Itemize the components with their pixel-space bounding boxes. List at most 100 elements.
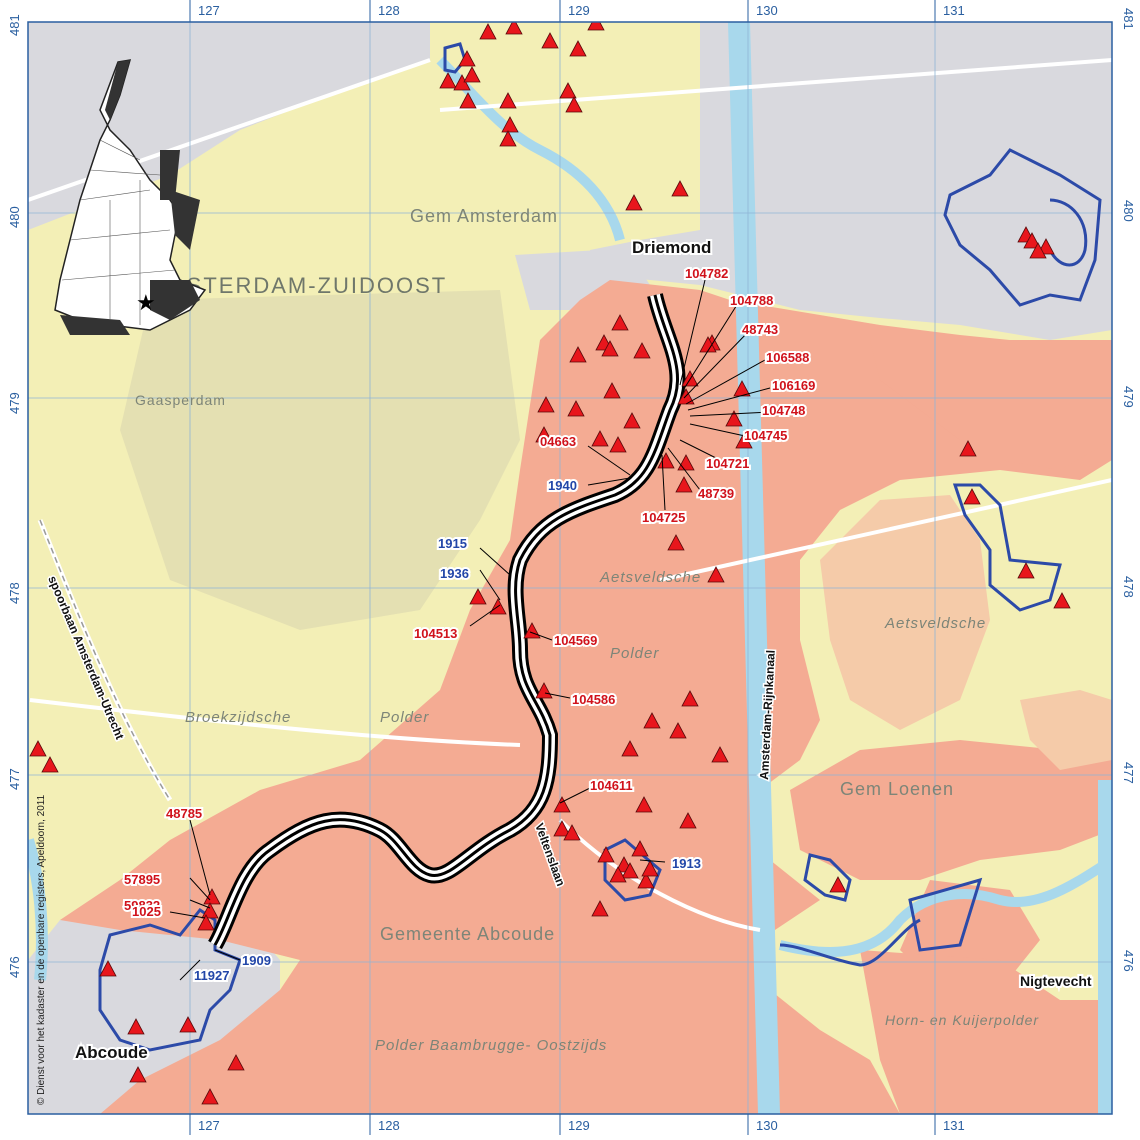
marker-layer xyxy=(29,22,1071,1105)
marker-triangle xyxy=(499,130,517,147)
marker-triangle xyxy=(463,66,481,83)
marker-triangle xyxy=(201,1088,219,1105)
marker-triangle xyxy=(41,756,59,773)
water-right xyxy=(1098,780,1112,1114)
marker-triangle xyxy=(29,740,47,757)
point-label-red: 48785 xyxy=(166,806,202,821)
marker-triangle xyxy=(631,840,649,857)
marker-triangle xyxy=(637,872,655,889)
grid-top-label: 131 xyxy=(943,3,965,18)
marker-triangle xyxy=(675,476,693,493)
grid-right-label: 476 xyxy=(1121,950,1136,972)
marker-triangle xyxy=(459,92,477,109)
label-polder-mid: Polder xyxy=(610,645,659,662)
marker-triangle xyxy=(563,824,581,841)
point-label-red: 104513 xyxy=(414,626,457,641)
marker-triangle xyxy=(505,22,523,35)
marker-triangle xyxy=(621,740,639,757)
marker-triangle xyxy=(707,566,725,583)
grid-right-label: 480 xyxy=(1121,200,1136,222)
label-gaasperdam: Gaasperdam xyxy=(135,392,226,408)
canal-rijnkanaal xyxy=(728,22,780,1114)
point-label-red: 106588 xyxy=(766,350,809,365)
marker-triangle xyxy=(535,682,553,699)
marker-triangle xyxy=(569,40,587,57)
map-body: Gem Amsterdam ASTERDAM-ZUIDOOST Gaasperd… xyxy=(28,22,1112,1114)
point-label-red: 104611 xyxy=(590,778,633,793)
label-aetsveldsche-right: Aetsveldsche xyxy=(884,615,986,632)
marker-triangle xyxy=(567,400,585,417)
point-label-red: 104748 xyxy=(762,403,805,418)
label-layer: 1047821047884874310658810616910474810474… xyxy=(122,264,817,985)
point-label-red: 59832 xyxy=(124,898,160,913)
marker-triangle xyxy=(458,50,476,67)
marker-triangle xyxy=(479,23,497,40)
marker-triangle xyxy=(535,426,553,443)
built-up-faded xyxy=(120,290,520,630)
marker-triangle xyxy=(127,1018,145,1035)
grid-top: 127 128 129 130 131 xyxy=(189,0,965,22)
point-label-blue: 1913 xyxy=(672,856,701,871)
grid-top-label: 129 xyxy=(568,3,590,18)
grid-left-label: 479 xyxy=(7,392,22,414)
marker-triangle xyxy=(671,180,689,197)
marker-triangle xyxy=(469,588,487,605)
marker-triangle xyxy=(1017,562,1035,579)
grid-right-label: 481 xyxy=(1121,8,1136,30)
grid-left-label: 480 xyxy=(7,206,22,228)
label-nigtevecht: Nigtevecht xyxy=(1020,973,1092,989)
grid-right: 481 480 479 478 477 476 xyxy=(1121,8,1136,972)
point-label-blue: 11927 xyxy=(194,968,229,983)
marker-triangle xyxy=(597,846,615,863)
marker-triangle xyxy=(499,92,517,109)
marker-triangle xyxy=(591,900,609,917)
grid-bottom-label: 127 xyxy=(198,1118,220,1133)
leader-lines xyxy=(169,279,771,981)
point-label-blue: 1915 xyxy=(438,536,467,551)
urban-areas xyxy=(28,22,1112,1114)
marker-triangle xyxy=(227,1054,245,1071)
marker-triangle xyxy=(203,888,221,905)
marker-triangle xyxy=(453,74,471,91)
marker-triangle xyxy=(553,820,571,837)
marker-triangle xyxy=(99,960,117,977)
marker-triangle xyxy=(635,796,653,813)
marker-triangle xyxy=(963,488,981,505)
marker-triangle xyxy=(625,194,643,211)
marker-triangle xyxy=(569,346,587,363)
label-amsterdam-zuidoost: ASTERDAM-ZUIDOOST xyxy=(170,273,447,298)
point-label-red: 1025 xyxy=(132,904,161,919)
marker-triangle xyxy=(679,812,697,829)
grid-bottom-label: 130 xyxy=(756,1118,778,1133)
marker-triangle xyxy=(633,342,651,359)
grid-bottom: 127 128 129 130 131 xyxy=(189,1114,965,1135)
contour-polygons xyxy=(98,42,1102,1052)
label-abcoude: Abcoude xyxy=(75,1043,148,1062)
marker-triangle xyxy=(623,412,641,429)
inset-map: ★ xyxy=(54,59,207,335)
point-label-red: 48739 xyxy=(698,486,734,501)
marker-triangle xyxy=(1023,232,1041,249)
marker-triangle xyxy=(591,430,609,447)
point-label-red: 104586 xyxy=(572,692,615,707)
grid-bottom-label: 128 xyxy=(378,1118,400,1133)
marker-triangle xyxy=(537,396,555,413)
marker-triangle xyxy=(439,72,457,89)
marker-triangle xyxy=(725,410,743,427)
point-label-blue: 1940 xyxy=(548,478,577,493)
star-icon: ★ xyxy=(136,290,156,315)
marker-triangle xyxy=(553,796,571,813)
marker-triangle xyxy=(565,96,583,113)
water-left xyxy=(28,838,48,981)
point-label-red: 104725 xyxy=(642,510,685,525)
grid-left-label: 477 xyxy=(7,768,22,790)
grid-right-label: 477 xyxy=(1121,762,1136,784)
marker-triangle xyxy=(641,860,659,877)
grid-left-label: 481 xyxy=(7,14,22,36)
grid-top-label: 127 xyxy=(198,3,220,18)
marker-triangle xyxy=(711,746,729,763)
pipeline-route xyxy=(208,293,686,950)
marker-triangle xyxy=(129,1066,147,1083)
grid-left-label: 478 xyxy=(7,582,22,604)
